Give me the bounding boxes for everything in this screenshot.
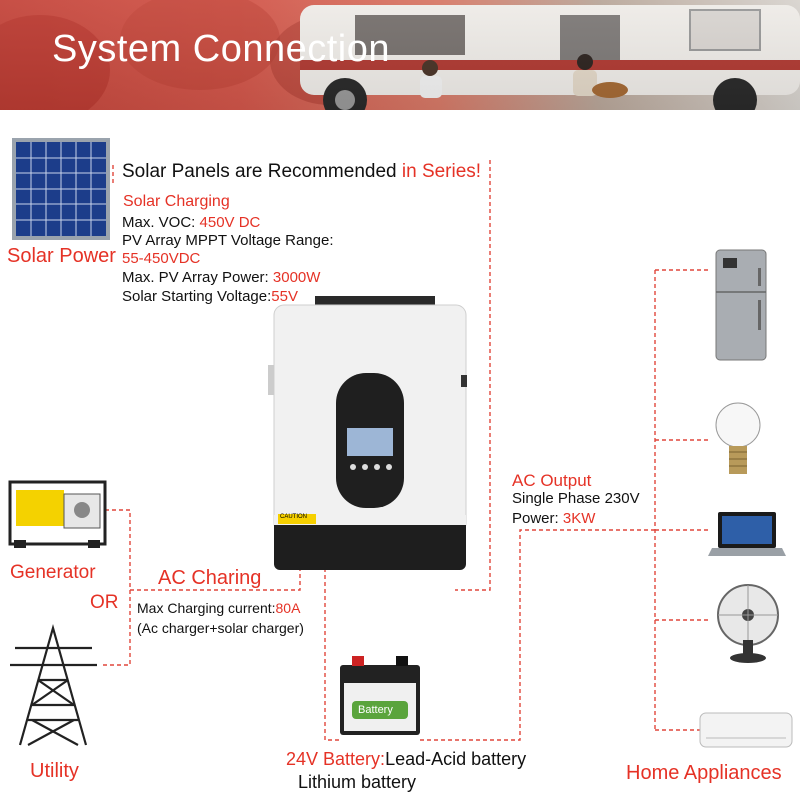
series-recommendation: Solar Panels are Recommended in Series! bbox=[122, 161, 481, 183]
solar-panel-icon bbox=[12, 138, 110, 240]
pv-power-value: 3000W bbox=[272, 269, 321, 286]
ac-charging-current-line: Max Charging current:80A bbox=[137, 600, 300, 616]
series-recommendation-text: Solar Panels are Recommended bbox=[122, 161, 402, 182]
battery-icon-label: Battery bbox=[358, 704, 393, 716]
air-conditioner-icon bbox=[699, 712, 793, 748]
laptop-icon bbox=[708, 512, 786, 556]
ac-output-title: AC Output bbox=[512, 471, 592, 490]
generator-label: Generator bbox=[10, 562, 96, 583]
battery-line: 24V Battery:Lead-Acid battery bbox=[286, 749, 526, 770]
utility-label: Utility bbox=[30, 760, 79, 782]
battery-type-lithium: Lithium battery bbox=[298, 772, 417, 792]
battery-voltage-label: 24V Battery: bbox=[286, 749, 386, 769]
max-voc-label: Max. VOC: bbox=[122, 214, 200, 231]
page-title: System Connection bbox=[52, 28, 390, 70]
dashed-connectors bbox=[100, 160, 710, 741]
mppt-range-value: 55-450VDC bbox=[122, 250, 201, 267]
max-voc-line: Max. VOC: 450V DC bbox=[122, 214, 260, 231]
header-banner: System Connection bbox=[0, 0, 800, 110]
starting-voltage-label: Solar Starting Voltage: bbox=[122, 288, 272, 305]
home-appliances-label: Home Appliances bbox=[626, 762, 782, 784]
solar-charging-title: Solar Charging bbox=[123, 193, 230, 210]
solar-power-label: Solar Power bbox=[7, 245, 116, 267]
ac-charging-title: AC Charing bbox=[158, 567, 262, 589]
ac-charging-note: (Ac charger+solar charger) bbox=[137, 620, 304, 636]
inverter-icon bbox=[268, 296, 467, 570]
fan-icon bbox=[717, 584, 779, 663]
or-label: OR bbox=[90, 592, 119, 613]
pv-power-line: Max. PV Array Power: 3000W bbox=[122, 269, 320, 286]
light-bulb-icon bbox=[715, 402, 761, 474]
series-recommendation-highlight: in Series! bbox=[401, 161, 482, 182]
refrigerator-icon bbox=[715, 249, 767, 361]
starting-voltage-value: 55V bbox=[271, 288, 298, 305]
ac-output-phase: Single Phase 230V bbox=[512, 490, 640, 507]
battery-type-lead-acid: Lead-Acid battery bbox=[385, 749, 527, 769]
starting-voltage-line: Solar Starting Voltage:55V bbox=[122, 288, 298, 305]
caution-label: CAUTION bbox=[280, 514, 307, 520]
pv-power-label: Max. PV Array Power: bbox=[122, 269, 273, 286]
ac-charging-current-label: Max Charging current: bbox=[137, 600, 276, 616]
ac-output-power-label: Power: bbox=[512, 510, 563, 527]
banner-scene bbox=[0, 0, 800, 110]
generator-icon bbox=[8, 480, 107, 548]
ac-output-power-line: Power: 3KW bbox=[512, 510, 595, 527]
utility-tower-icon bbox=[10, 623, 97, 746]
battery-icon bbox=[340, 656, 420, 735]
mppt-range-label: PV Array MPPT Voltage Range: bbox=[122, 232, 334, 249]
ac-output-power-value: 3KW bbox=[562, 510, 596, 527]
ac-charging-current-value: 80A bbox=[275, 600, 301, 616]
max-voc-value: 450V DC bbox=[199, 214, 261, 231]
